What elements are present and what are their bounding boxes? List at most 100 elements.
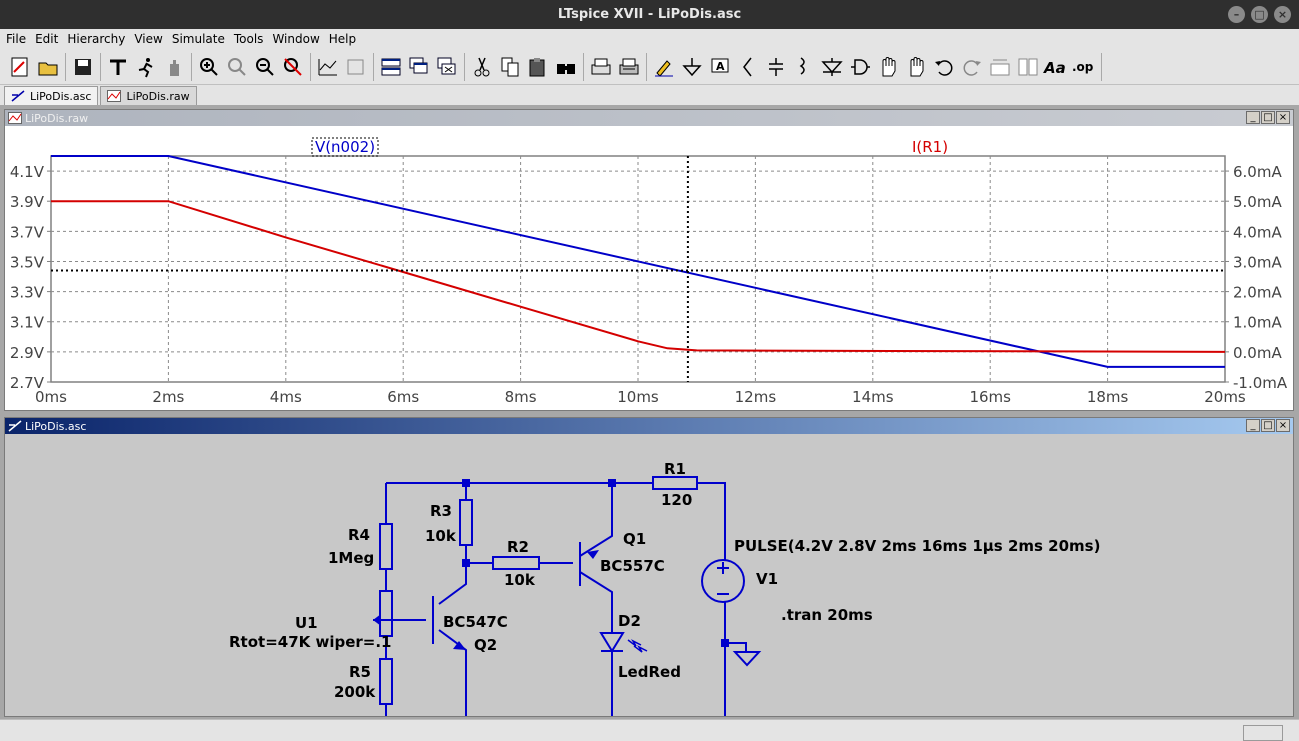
legend-i-r1[interactable]: I(R1) [912,138,948,156]
waveform-window-titlebar[interactable]: LiPoDis.raw _ □ × [5,110,1293,126]
schematic-window-titlebar[interactable]: LiPoDis.asc _ □ × [5,418,1293,434]
label-net-button[interactable]: A [706,53,734,81]
r1-name[interactable]: R1 [664,460,686,478]
run-icon [138,57,153,77]
d2-value[interactable]: LedRed [618,663,681,681]
drag-button[interactable] [902,53,930,81]
waveform-close-button[interactable]: × [1276,111,1290,124]
u1-value[interactable]: Rtot=47K wiper=.1 [229,633,392,651]
q2-name[interactable]: Q2 [474,636,497,654]
resistor-button[interactable] [734,53,762,81]
inductor-button[interactable] [790,53,818,81]
r4-name[interactable]: R4 [348,526,370,544]
paste-button[interactable] [524,53,552,81]
halt-button[interactable] [160,53,188,81]
capacitor-icon [769,57,783,76]
find-button[interactable] [552,53,580,81]
diode-button[interactable] [818,53,846,81]
menu-hierarchy[interactable]: Hierarchy [67,32,126,46]
menu-window[interactable]: Window [272,32,320,46]
tab-waveform[interactable]: LiPoDis.raw [100,86,197,105]
r2-value[interactable]: 10k [504,571,536,589]
tab-schematic[interactable]: LiPoDis.asc [4,86,99,105]
spice-directive-button[interactable]: .op [1070,53,1098,81]
ground-button[interactable] [678,53,706,81]
tran-directive[interactable]: .tran 20ms [781,606,873,624]
trace-ir1[interactable] [51,200,1226,353]
menu-edit[interactable]: Edit [35,32,59,46]
r4-value[interactable]: 1Meg [328,549,374,567]
u1-name[interactable]: U1 [295,614,318,632]
redo-button[interactable] [958,53,986,81]
print-icon [619,58,639,74]
print-setup-button[interactable] [587,53,615,81]
autorange-button[interactable] [314,53,342,81]
legend-v-n002[interactable]: V(n002) [315,138,375,156]
component-button[interactable] [846,53,874,81]
trace-vn002[interactable] [51,155,1225,368]
menu-tools[interactable]: Tools [233,32,264,46]
zoom-cancel-button[interactable] [279,53,307,81]
pan-button[interactable] [223,53,251,81]
d2-name[interactable]: D2 [618,612,641,630]
zoom-out-button[interactable] [251,53,279,81]
control-panel-button[interactable] [104,53,132,81]
draw-wire-button[interactable] [650,53,678,81]
cut-icon [474,57,490,76]
tile-horizontal-button[interactable] [377,53,405,81]
cascade-button[interactable] [405,53,433,81]
undo-button[interactable] [930,53,958,81]
capacitor-button[interactable] [762,53,790,81]
close-button[interactable]: × [1274,6,1291,23]
q1-value[interactable]: BC557C [600,557,665,575]
x-tick-label: 4ms [270,388,302,406]
r1-value[interactable]: 120 [661,491,692,509]
close-all-button[interactable] [433,53,461,81]
rotate-icon [990,59,1010,75]
schematic-canvas[interactable]: R1 120 R2 10k R3 10k R4 1Meg R5 200k U1 … [5,434,1293,716]
waveform-maximize-button[interactable]: □ [1261,111,1275,124]
menu-file[interactable]: File [6,32,27,46]
find-icon [557,63,575,74]
menu-simulate[interactable]: Simulate [171,32,225,46]
q2-value[interactable]: BC547C [443,613,508,631]
print-button[interactable] [615,53,643,81]
svg-text:A: A [716,60,725,73]
schematic-close-button[interactable]: × [1276,419,1290,432]
waveform-minimize-button[interactable]: _ [1246,111,1260,124]
y-left-tick-label: 3.3V [10,284,45,302]
new-schematic-button[interactable] [6,53,34,81]
rotate-button[interactable] [986,53,1014,81]
save-button[interactable] [69,53,97,81]
r5-name[interactable]: R5 [349,663,371,681]
schematic-maximize-button[interactable]: □ [1261,419,1275,432]
maximize-button[interactable]: □ [1251,6,1268,23]
waveform-doc-icon [107,90,122,102]
mirror-button[interactable] [1014,53,1042,81]
run-button[interactable] [132,53,160,81]
r5-value[interactable]: 200k [334,683,376,701]
v1-name[interactable]: V1 [756,570,778,588]
v1-value[interactable]: PULSE(4.2V 2.8V 2ms 16ms 1µs 2ms 20ms) [734,537,1100,555]
copy-button[interactable] [496,53,524,81]
menu-help[interactable]: Help [328,32,357,46]
q1-name[interactable]: Q1 [623,530,646,548]
text-button[interactable]: Aa [1042,53,1070,81]
menu-view[interactable]: View [134,32,163,46]
plot-legend[interactable]: V(n002) I(R1) [311,137,948,157]
move-button[interactable] [874,53,902,81]
cut-button[interactable] [468,53,496,81]
control-panel-icon [110,59,126,75]
r3-name[interactable]: R3 [430,502,452,520]
open-button[interactable] [34,53,62,81]
r2-name[interactable]: R2 [507,538,529,556]
restore-button[interactable] [342,53,370,81]
zoom-in-button[interactable] [195,53,223,81]
r3-value[interactable]: 10k [425,527,457,545]
plot-cursor[interactable] [51,156,1225,382]
minimize-button[interactable]: – [1228,6,1245,23]
r5-symbol [379,658,393,705]
toolbar-separator [310,52,311,81]
schematic-minimize-button[interactable]: _ [1246,419,1260,432]
